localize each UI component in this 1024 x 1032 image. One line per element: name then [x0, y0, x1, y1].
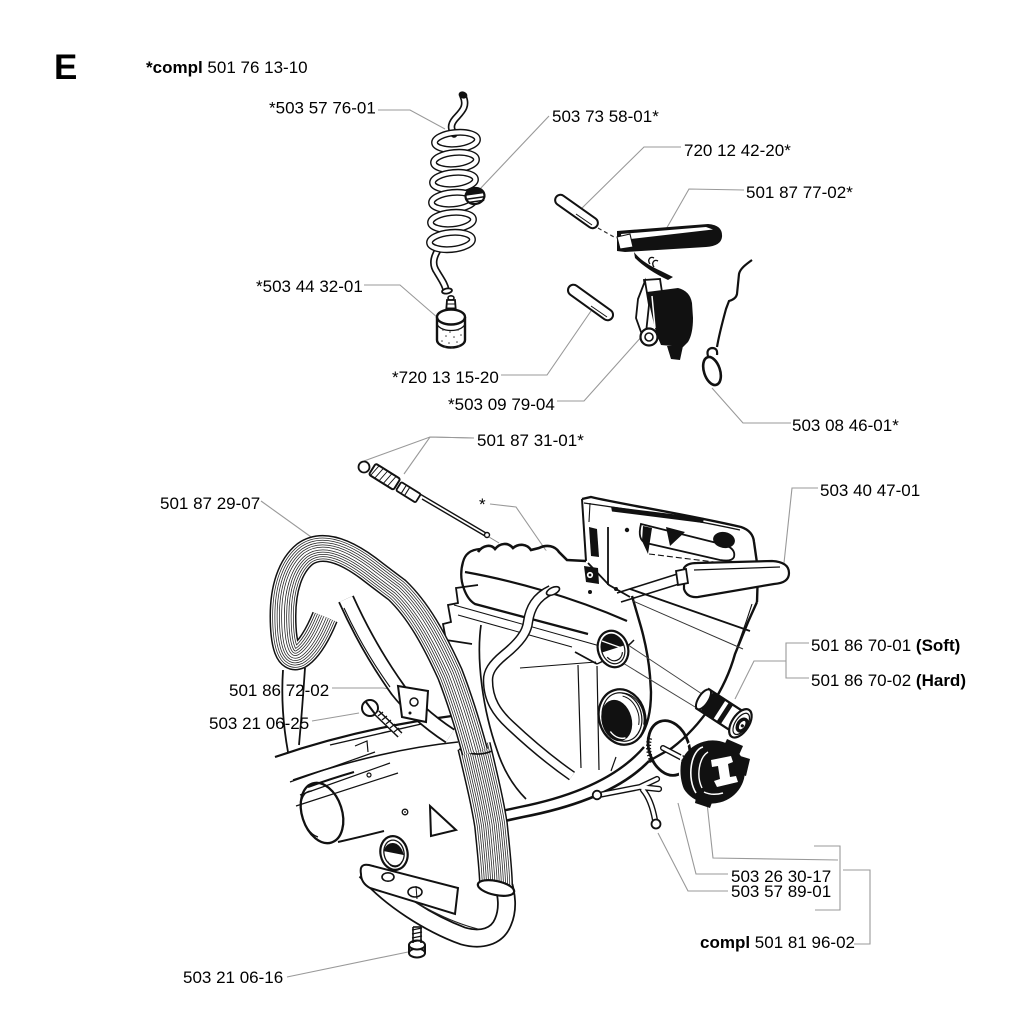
- svg-text:*: *: [479, 495, 486, 514]
- svg-text:E: E: [54, 48, 77, 87]
- svg-text:compl 501 81 96-02: compl 501 81 96-02: [700, 933, 855, 952]
- svg-text:503 40 47-01: 503 40 47-01: [820, 481, 920, 500]
- svg-text:*503 09 79-04: *503 09 79-04: [448, 395, 555, 414]
- svg-text:503 73 58-01*: 503 73 58-01*: [552, 107, 659, 126]
- svg-text:*720 13 15-20: *720 13 15-20: [392, 368, 499, 387]
- svg-text:503 08 46-01*: 503 08 46-01*: [792, 416, 899, 435]
- svg-text:503 21 06-25: 503 21 06-25: [209, 714, 309, 733]
- svg-text:503 21 06-16: 503 21 06-16: [183, 968, 283, 987]
- svg-text:501 87 31-01*: 501 87 31-01*: [477, 431, 584, 450]
- svg-text:501 86 70-02 (Hard): 501 86 70-02 (Hard): [811, 671, 966, 690]
- svg-text:501 86 72-02: 501 86 72-02: [229, 681, 329, 700]
- svg-text:*503 57 76-01: *503 57 76-01: [269, 99, 376, 118]
- svg-text:720 12 42-20*: 720 12 42-20*: [684, 141, 791, 160]
- svg-text:*compl 501 76 13-10: *compl 501 76 13-10: [146, 58, 308, 77]
- svg-text:501 86 70-01 (Soft): 501 86 70-01 (Soft): [811, 636, 960, 655]
- svg-text:501 87 77-02*: 501 87 77-02*: [746, 183, 853, 202]
- svg-text:503 57 89-01: 503 57 89-01: [731, 882, 831, 901]
- svg-text:*503 44 32-01: *503 44 32-01: [256, 277, 363, 296]
- svg-text:501 87 29-07: 501 87 29-07: [160, 494, 260, 513]
- svg-text:503 26 30-17: 503 26 30-17: [731, 867, 831, 886]
